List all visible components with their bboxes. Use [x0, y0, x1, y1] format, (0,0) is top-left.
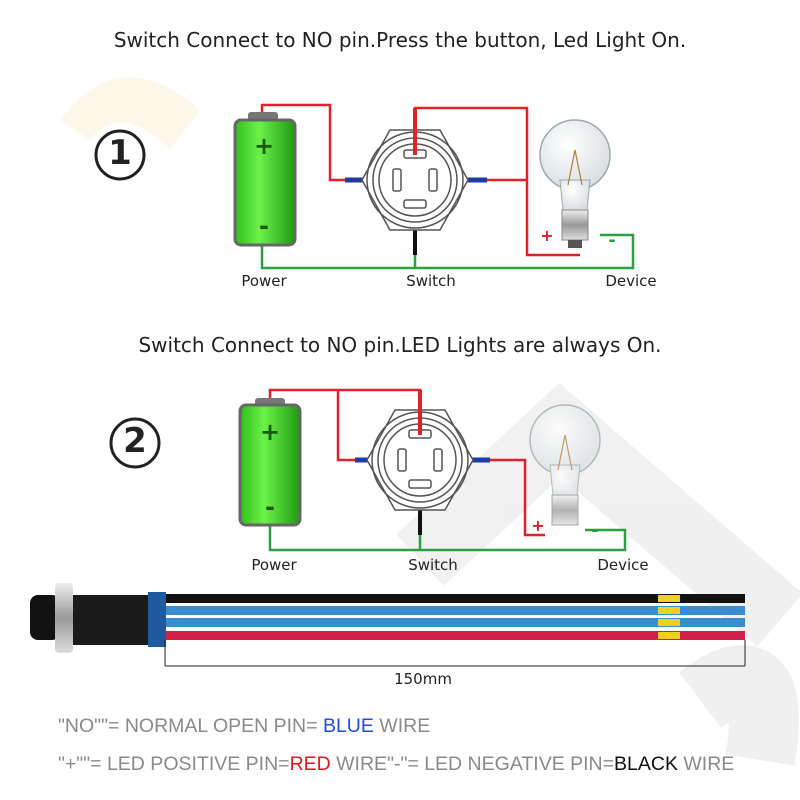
bulb-minus: -: [591, 520, 599, 541]
bulb-minus: -: [608, 230, 616, 251]
battery-plus: +: [253, 132, 275, 160]
diagram-1-title: Switch Connect to NO pin.Press the butto…: [113, 28, 687, 52]
legend-text: WIRE: [677, 753, 735, 775]
step-number: 1: [108, 133, 132, 173]
bulb-plus: +: [531, 516, 545, 535]
battery-icon: [233, 112, 297, 247]
length-dimension: [164, 640, 746, 667]
battery-icon: [238, 398, 302, 527]
light-bulb-icon: [539, 119, 611, 248]
switch-label: Switch: [408, 556, 458, 574]
battery-minus: -: [265, 493, 275, 521]
step-number: 2: [123, 421, 147, 461]
legend-no-pin: "NO""= NORMAL OPEN PIN= BLUE WIRE: [58, 715, 430, 738]
switch-pinout-icon: [361, 129, 469, 231]
legend-text: WIRE"-"= LED NEGATIVE PIN=: [330, 753, 615, 775]
legend-text: "+""= LED POSITIVE PIN=: [58, 753, 290, 775]
power-label: Power: [241, 272, 287, 290]
watermark: [60, 77, 200, 150]
step-number-circle: [94, 129, 146, 181]
diagram-2-title: Switch Connect to NO pin.LED Lights are …: [138, 333, 662, 357]
battery-minus: -: [259, 212, 269, 240]
diagram-2: [109, 388, 627, 552]
light-bulb-icon: [529, 404, 601, 526]
switch-pinout-icon: [366, 409, 474, 511]
legend-blue-word: BLUE: [322, 715, 374, 737]
device-label: Device: [597, 556, 649, 574]
device-label: Device: [605, 272, 657, 290]
cable-length-label: 150mm: [394, 670, 452, 688]
battery-plus: +: [259, 418, 281, 446]
legend-black-word: BLACK: [614, 753, 678, 775]
legend-led-pins: "+""= LED POSITIVE PIN=RED WIRE"-"= LED …: [58, 753, 734, 776]
switch-label: Switch: [406, 272, 456, 290]
power-label: Power: [251, 556, 297, 574]
step-number-circle: [109, 417, 161, 469]
diagram-1: [94, 103, 635, 270]
switch-cable-photo: [30, 583, 745, 653]
legend-text: WIRE: [373, 715, 431, 737]
legend-text: "NO""= NORMAL OPEN PIN=: [58, 715, 323, 737]
bulb-plus: +: [540, 226, 554, 245]
legend-red-word: RED: [289, 753, 331, 775]
